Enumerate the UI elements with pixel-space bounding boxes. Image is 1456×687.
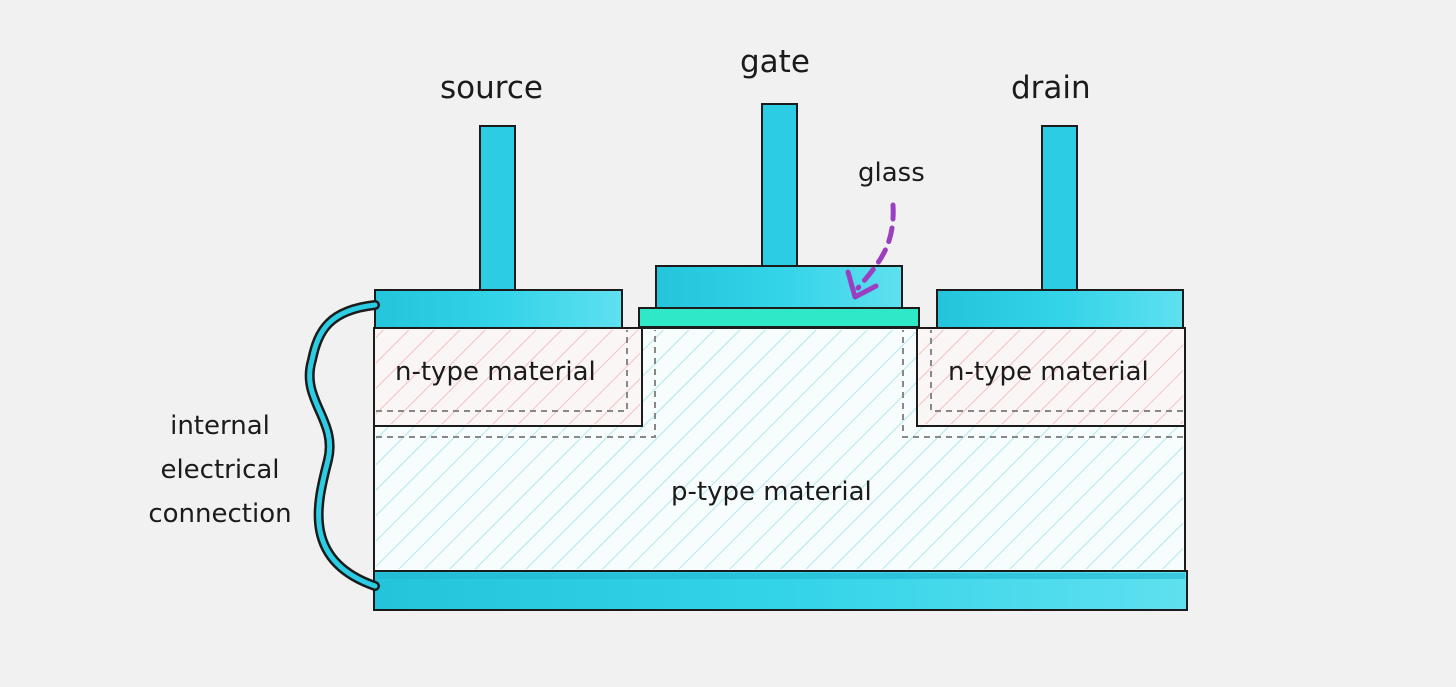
internal-connection-wire-core [307, 302, 378, 589]
glass-arrow [855, 202, 896, 291]
depletion-left-dashed-edge [376, 330, 656, 438]
internal-connection-label: internal electrical connection [140, 404, 300, 537]
n-type-left-hatch [376, 330, 640, 424]
internal-connection-line1: internal [170, 411, 270, 441]
internal-connection-line2: electrical [160, 455, 280, 486]
internal-connection-line3: connection [148, 499, 292, 530]
p-type-label: p-type material [671, 477, 872, 507]
drain-pad [936, 289, 1184, 329]
depletion-right-dashed-edge [902, 330, 1183, 438]
gate-label: gate [740, 44, 810, 80]
glass-arrow-head [845, 269, 879, 300]
drain-label: drain [1011, 70, 1091, 106]
gate-lead [761, 103, 798, 267]
drain-lead [1041, 125, 1078, 291]
glass-label: glass [858, 158, 925, 188]
n-type-right-hatch [919, 330, 1183, 424]
source-lead [479, 125, 516, 291]
n-type-right-label: n-type material [948, 357, 1149, 387]
source-pad [374, 289, 623, 329]
gate-pad [655, 265, 903, 309]
glass-layer [638, 307, 920, 328]
source-label: source [440, 70, 543, 106]
n-type-left-label: n-type material [395, 357, 596, 387]
internal-connection-wire [304, 300, 380, 591]
